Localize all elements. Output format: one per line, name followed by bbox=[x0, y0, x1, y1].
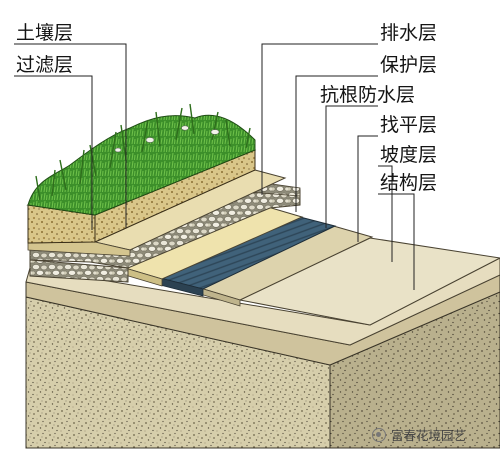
label-soil-layer: 土壤层 bbox=[16, 22, 74, 44]
label-filter-layer: 过滤层 bbox=[16, 54, 74, 76]
watermark-text: 富春花境园艺 bbox=[391, 428, 467, 443]
label-drainage-layer: 排水层 bbox=[380, 22, 438, 44]
wechat-channel-icon bbox=[372, 427, 386, 442]
grass-surface bbox=[27, 103, 256, 216]
watermark: 富春花境园艺 bbox=[372, 425, 466, 444]
label-leveling-layer: 找平层 bbox=[380, 114, 438, 136]
label-structure-layer: 结构层 bbox=[380, 172, 438, 194]
label-slope-layer: 坡度层 bbox=[380, 144, 438, 166]
leader-lines bbox=[14, 43, 415, 290]
label-protection-layer: 保护层 bbox=[380, 54, 438, 76]
label-waterproof-layer: 抗根防水层 bbox=[320, 84, 416, 106]
